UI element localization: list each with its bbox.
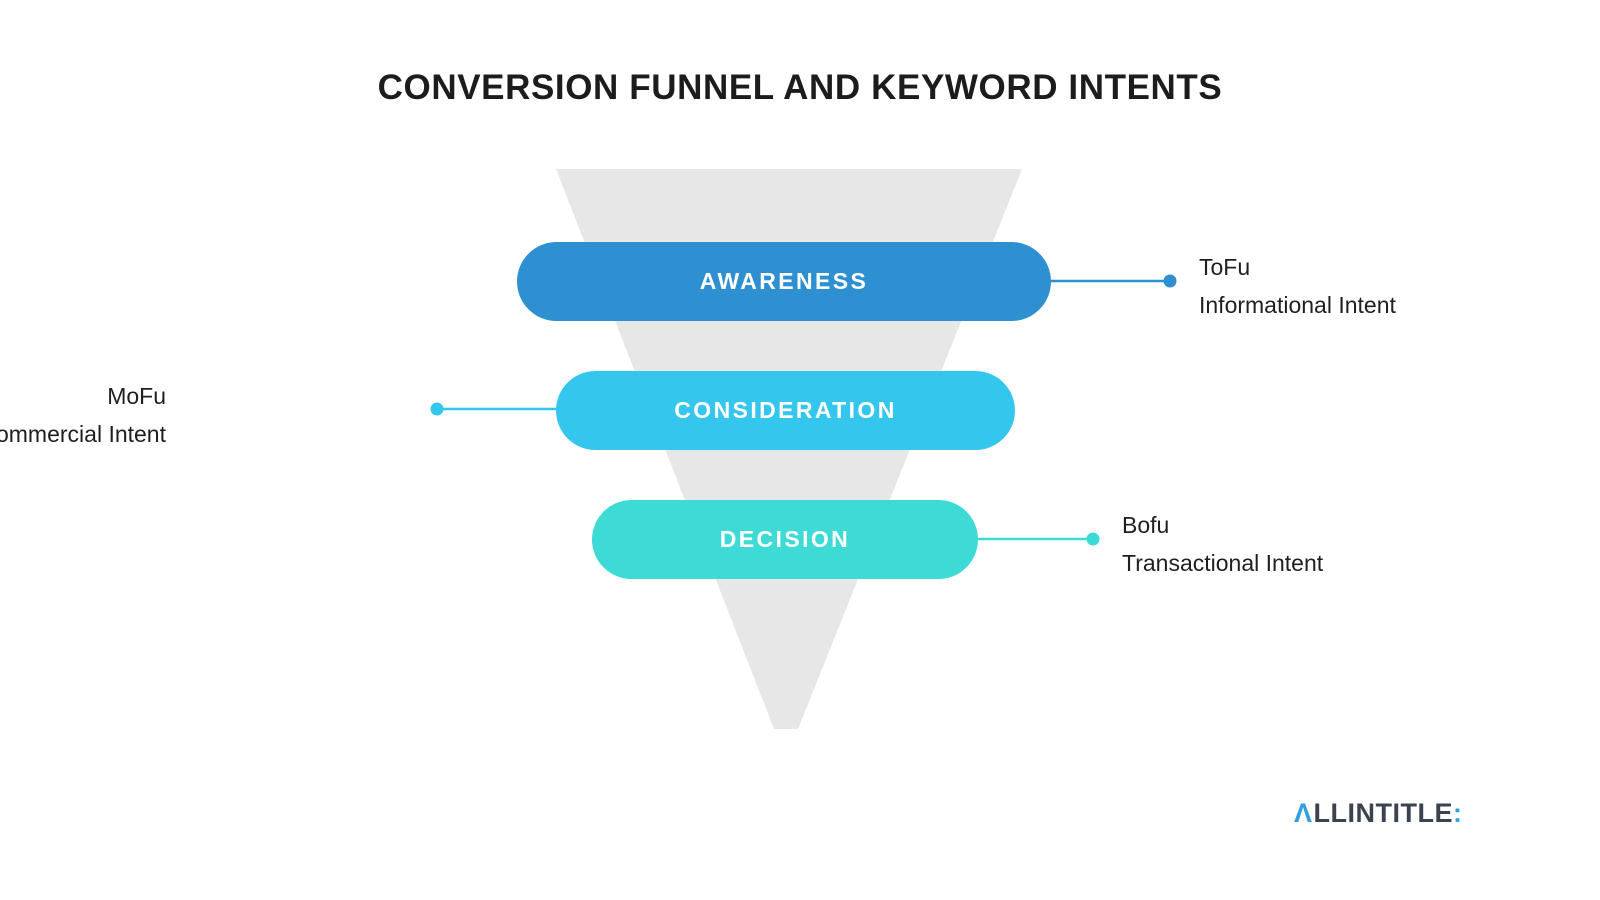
funnel-stage-consideration-label: CONSIDERATION — [674, 397, 897, 423]
brand-logo-colon: : — [1453, 797, 1463, 828]
funnel-stage-awareness-label: AWARENESS — [699, 268, 869, 294]
connector-dot-bofu — [1086, 532, 1100, 546]
callout-tofu: ToFu Informational Intent — [1199, 248, 1396, 324]
brand-logo-name: LLINTITLE — [1313, 797, 1453, 828]
connector-dot-mofu — [430, 402, 444, 416]
callout-mofu-stage: MoFu — [107, 383, 166, 409]
callout-bofu: Bofu Transactional Intent — [1122, 506, 1323, 582]
callout-bofu-intent: Transactional Intent — [1122, 550, 1324, 576]
callout-mofu-intent: Commercial Intent — [0, 421, 166, 447]
callout-bofu-stage: Bofu — [1122, 512, 1170, 538]
callout-tofu-intent: Informational Intent — [1199, 292, 1396, 318]
brand-logo-text: ΛLLINTITLE: — [1294, 797, 1463, 828]
funnel-stage-consideration[interactable]: CONSIDERATION — [556, 371, 1015, 450]
funnel-stage-decision[interactable]: DECISION — [592, 500, 978, 579]
funnel-stage-decision-label: DECISION — [719, 526, 851, 552]
brand-logo-chevron-icon: Λ — [1294, 797, 1313, 828]
callout-mofu: MoFu Commercial Intent — [0, 377, 166, 453]
funnel-stage-awareness[interactable]: AWARENESS — [517, 242, 1051, 321]
connector-dot-tofu — [1163, 274, 1177, 288]
page-title: CONVERSION FUNNEL AND KEYWORD INTENTS — [377, 68, 1223, 107]
brand-logo: ΛLLINTITLE: — [1294, 796, 1494, 830]
callout-tofu-stage: ToFu — [1199, 254, 1251, 280]
